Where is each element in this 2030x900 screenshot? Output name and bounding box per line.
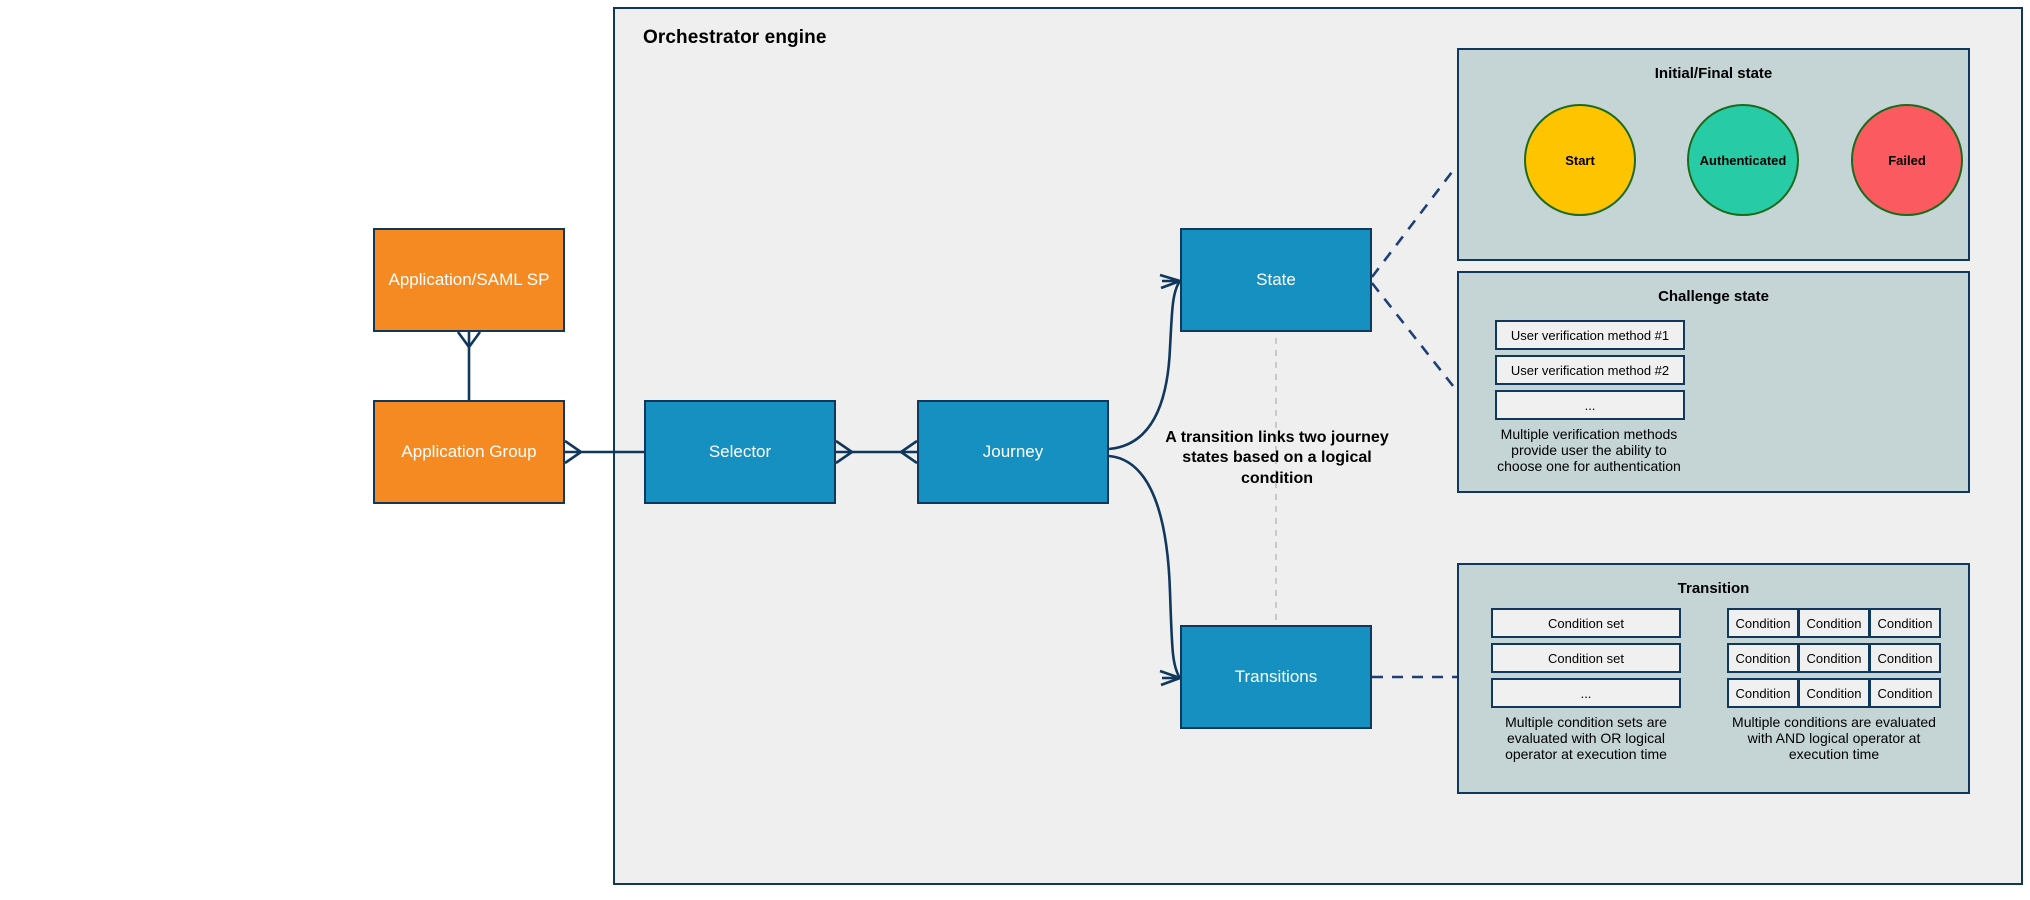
cell-label: Condition set — [1548, 615, 1624, 631]
condition-r3c2[interactable]: Condition — [1798, 678, 1870, 708]
orchestrator-engine-title: Orchestrator engine — [643, 27, 827, 48]
panel-title: Transition — [1677, 580, 1750, 597]
entity-label: State — [1256, 270, 1296, 289]
entity-label: Selector — [708, 442, 772, 461]
cell-label: ... — [1580, 685, 1592, 701]
condition-r2c1[interactable]: Condition — [1727, 643, 1799, 673]
entity-application-saml-sp[interactable]: Application/SAML SP — [373, 228, 565, 332]
entity-label: Application Group — [401, 442, 537, 461]
cell-label: User verification method #1 — [1510, 327, 1670, 343]
verification-method-1[interactable]: User verification method #1 — [1495, 320, 1685, 350]
verification-method-more[interactable]: ... — [1495, 390, 1685, 420]
entity-journey[interactable]: Journey — [917, 400, 1109, 504]
entity-label: Transitions — [1234, 667, 1318, 686]
cell-label: ... — [1584, 397, 1596, 413]
condition-r1c3[interactable]: Condition — [1869, 608, 1941, 638]
transition-note-left: Multiple condition sets are evaluated wi… — [1505, 714, 1667, 763]
cell-label: Condition — [1735, 685, 1791, 701]
cell-label: Condition — [1877, 650, 1933, 666]
condition-r1c1[interactable]: Condition — [1727, 608, 1799, 638]
circle-label: Failed — [1888, 152, 1926, 168]
cell-label: Condition — [1877, 615, 1933, 631]
panel-transition: Transition Condition set Condition set .… — [1457, 563, 1970, 794]
cell-label: Condition set — [1548, 650, 1624, 666]
cell-label: Condition — [1806, 685, 1862, 701]
state-circle-authenticated[interactable]: Authenticated — [1687, 104, 1799, 216]
condition-r2c2[interactable]: Condition — [1798, 643, 1870, 673]
connector-app-to-appgroup — [456, 331, 482, 400]
condition-r3c3[interactable]: Condition — [1869, 678, 1941, 708]
verification-method-2[interactable]: User verification method #2 — [1495, 355, 1685, 385]
panel-initial-final-state: Initial/Final state Start Authenticated … — [1457, 48, 1970, 261]
circle-label: Authenticated — [1699, 152, 1787, 168]
panel-title: Initial/Final state — [1654, 65, 1773, 82]
cell-label: Condition — [1806, 650, 1862, 666]
condition-set-2[interactable]: Condition set — [1491, 643, 1681, 673]
transition-note-right: Multiple conditions are evaluated with A… — [1732, 714, 1936, 763]
state-circle-failed[interactable]: Failed — [1851, 104, 1963, 216]
condition-r3c1[interactable]: Condition — [1727, 678, 1799, 708]
entity-transitions[interactable]: Transitions — [1180, 625, 1372, 729]
condition-r2c3[interactable]: Condition — [1869, 643, 1941, 673]
panel-title: Challenge state — [1658, 288, 1769, 305]
condition-set-1[interactable]: Condition set — [1491, 608, 1681, 638]
circle-label: Start — [1565, 152, 1595, 168]
entity-state[interactable]: State — [1180, 228, 1372, 332]
transition-explanation-note: A transition links two journey states ba… — [1165, 429, 1389, 487]
state-circle-start[interactable]: Start — [1524, 104, 1636, 216]
cell-label: Condition — [1735, 650, 1791, 666]
challenge-state-note: Multiple verification methods provide us… — [1497, 426, 1681, 475]
condition-r1c2[interactable]: Condition — [1798, 608, 1870, 638]
panel-challenge-state: Challenge state User verification method… — [1457, 271, 1970, 493]
cell-label: User verification method #2 — [1510, 362, 1670, 378]
entity-label: Journey — [982, 442, 1044, 461]
entity-selector[interactable]: Selector — [644, 400, 836, 504]
condition-set-more[interactable]: ... — [1491, 678, 1681, 708]
cell-label: Condition — [1806, 615, 1862, 631]
entity-application-group[interactable]: Application Group — [373, 400, 565, 504]
cell-label: Condition — [1735, 615, 1791, 631]
cell-label: Condition — [1877, 685, 1933, 701]
entity-label: Application/SAML SP — [388, 270, 550, 289]
